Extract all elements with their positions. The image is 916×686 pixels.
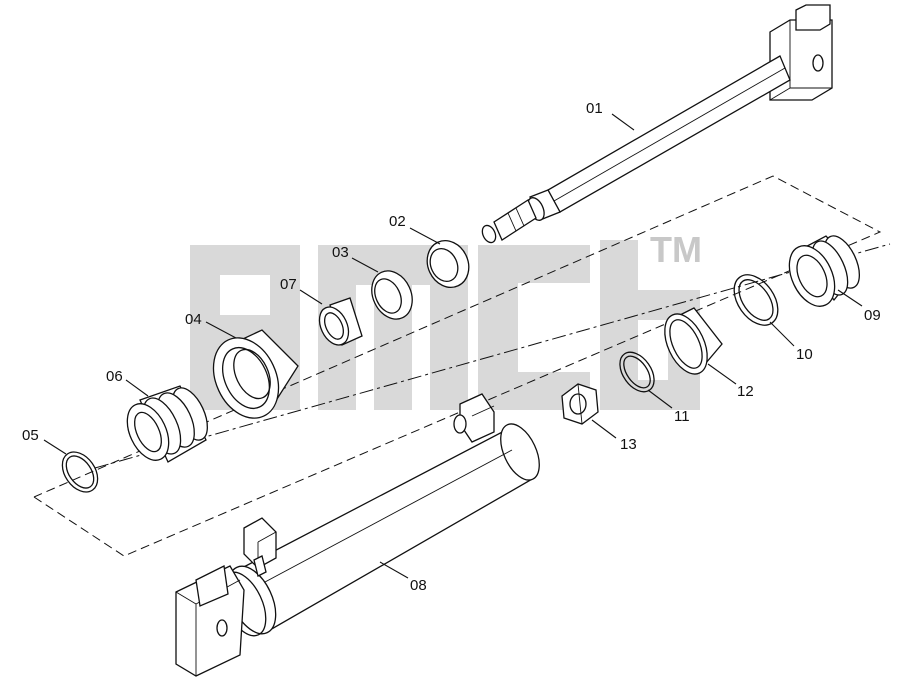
part-label-09: 09 (864, 307, 881, 324)
nut-13 (561, 383, 599, 425)
ring-07 (318, 297, 363, 346)
cylinder-barrel (175, 393, 540, 677)
seal-kit-06 (126, 385, 208, 463)
assembly-boundary (33, 175, 882, 557)
part-label-13: 13 (620, 436, 637, 453)
part-label-10: 10 (796, 346, 813, 363)
center-axis (94, 243, 891, 469)
ring-12 (664, 307, 723, 375)
ring-03 (371, 270, 413, 320)
part-label-12: 12 (737, 383, 754, 400)
part-label-05: 05 (22, 427, 39, 444)
part-label-02: 02 (389, 213, 406, 230)
part-label-04: 04 (185, 311, 202, 328)
o-ring-11 (619, 351, 655, 393)
part-label-11: 11 (674, 408, 690, 425)
gland (212, 329, 299, 419)
o-ring-05 (61, 451, 99, 493)
part-label-07: 07 (280, 276, 297, 293)
watermark-trademark: TM (650, 229, 702, 270)
part-label-01: 01 (586, 100, 603, 117)
part-label-08: 08 (410, 577, 427, 594)
leader-lines (43, 113, 863, 579)
part-label-06: 06 (106, 368, 123, 385)
piston-rod (481, 4, 833, 244)
part-labels: 01 02 03 04 05 06 07 08 09 10 11 12 13 (22, 100, 881, 594)
ring-10 (733, 274, 779, 326)
part-label-03: 03 (332, 244, 349, 261)
piston-09 (788, 235, 860, 307)
ring-02 (426, 240, 470, 288)
